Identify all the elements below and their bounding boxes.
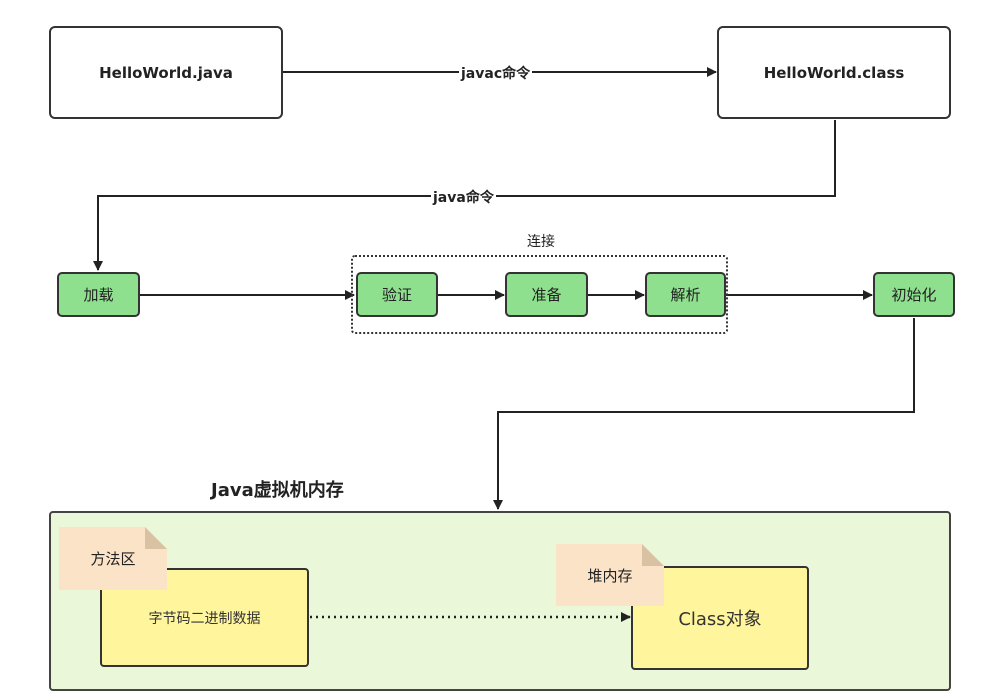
heap-label: 堆内存 <box>587 566 633 585</box>
class-file-node: HelloWorld.class <box>717 26 951 119</box>
jvm-memory-title: Java虚拟机内存 <box>211 480 344 501</box>
linking-group <box>351 255 728 334</box>
source-file-node: HelloWorld.java <box>49 26 283 119</box>
prepare-node: 准备 <box>505 272 588 317</box>
edge-init-memory <box>493 318 915 510</box>
javac-edge-label: javac命令 <box>459 63 533 83</box>
verify-label: 验证 <box>381 286 412 304</box>
class-file-label: HelloWorld.class <box>763 63 905 82</box>
verify-node: 验证 <box>356 272 438 317</box>
prepare-label: 准备 <box>531 286 562 304</box>
bytecode-label: 字节码二进制数据 <box>148 610 261 627</box>
method-area-label: 方法区 <box>90 550 136 568</box>
loading-node: 加载 <box>57 272 140 317</box>
java-edge-label: java命令 <box>431 187 496 207</box>
linking-group-label: 连接 <box>527 234 555 250</box>
source-file-label: HelloWorld.java <box>99 63 233 82</box>
init-node: 初始化 <box>873 272 955 317</box>
resolve-node: 解析 <box>645 272 726 317</box>
class-object-label: Class对象 <box>678 609 762 630</box>
init-label: 初始化 <box>891 286 937 304</box>
resolve-label: 解析 <box>670 286 701 304</box>
loading-label: 加载 <box>83 286 114 304</box>
